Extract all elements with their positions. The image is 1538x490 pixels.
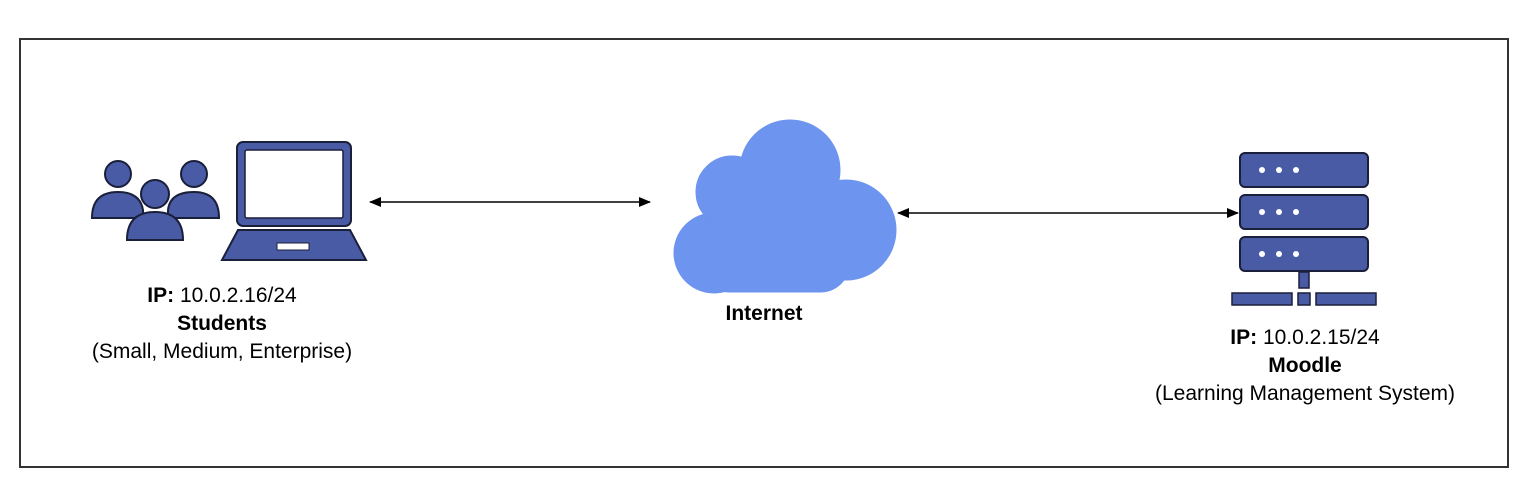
- moodle-title: Moodle: [1268, 354, 1342, 377]
- internet-label: Internet: [664, 300, 864, 328]
- laptop-icon: [220, 141, 368, 261]
- diagram-frame: [19, 38, 1509, 468]
- internet-title: Internet: [725, 302, 803, 325]
- server-icon: [1231, 152, 1377, 306]
- students-label: IP: 10.0.2.16/24 Students (Small, Medium…: [62, 282, 382, 366]
- students-ip-value: 10.0.2.16/24: [179, 284, 297, 307]
- users-icon: [90, 160, 221, 241]
- students-ip: IP: 10.0.2.16/24: [62, 282, 382, 310]
- students-title: Students: [177, 312, 267, 335]
- moodle-subtitle: (Learning Management System): [1155, 382, 1455, 405]
- students-subtitle: (Small, Medium, Enterprise): [91, 340, 353, 363]
- moodle-ip-value: 10.0.2.15/24: [1262, 326, 1380, 349]
- cloud-icon: [673, 119, 897, 294]
- moodle-label: IP: 10.0.2.15/24 Moodle (Learning Manage…: [1124, 324, 1486, 408]
- moodle-ip: IP: 10.0.2.15/24: [1124, 324, 1486, 352]
- moodle-ip-key: IP:: [1230, 326, 1258, 349]
- students-ip-key: IP:: [147, 284, 175, 307]
